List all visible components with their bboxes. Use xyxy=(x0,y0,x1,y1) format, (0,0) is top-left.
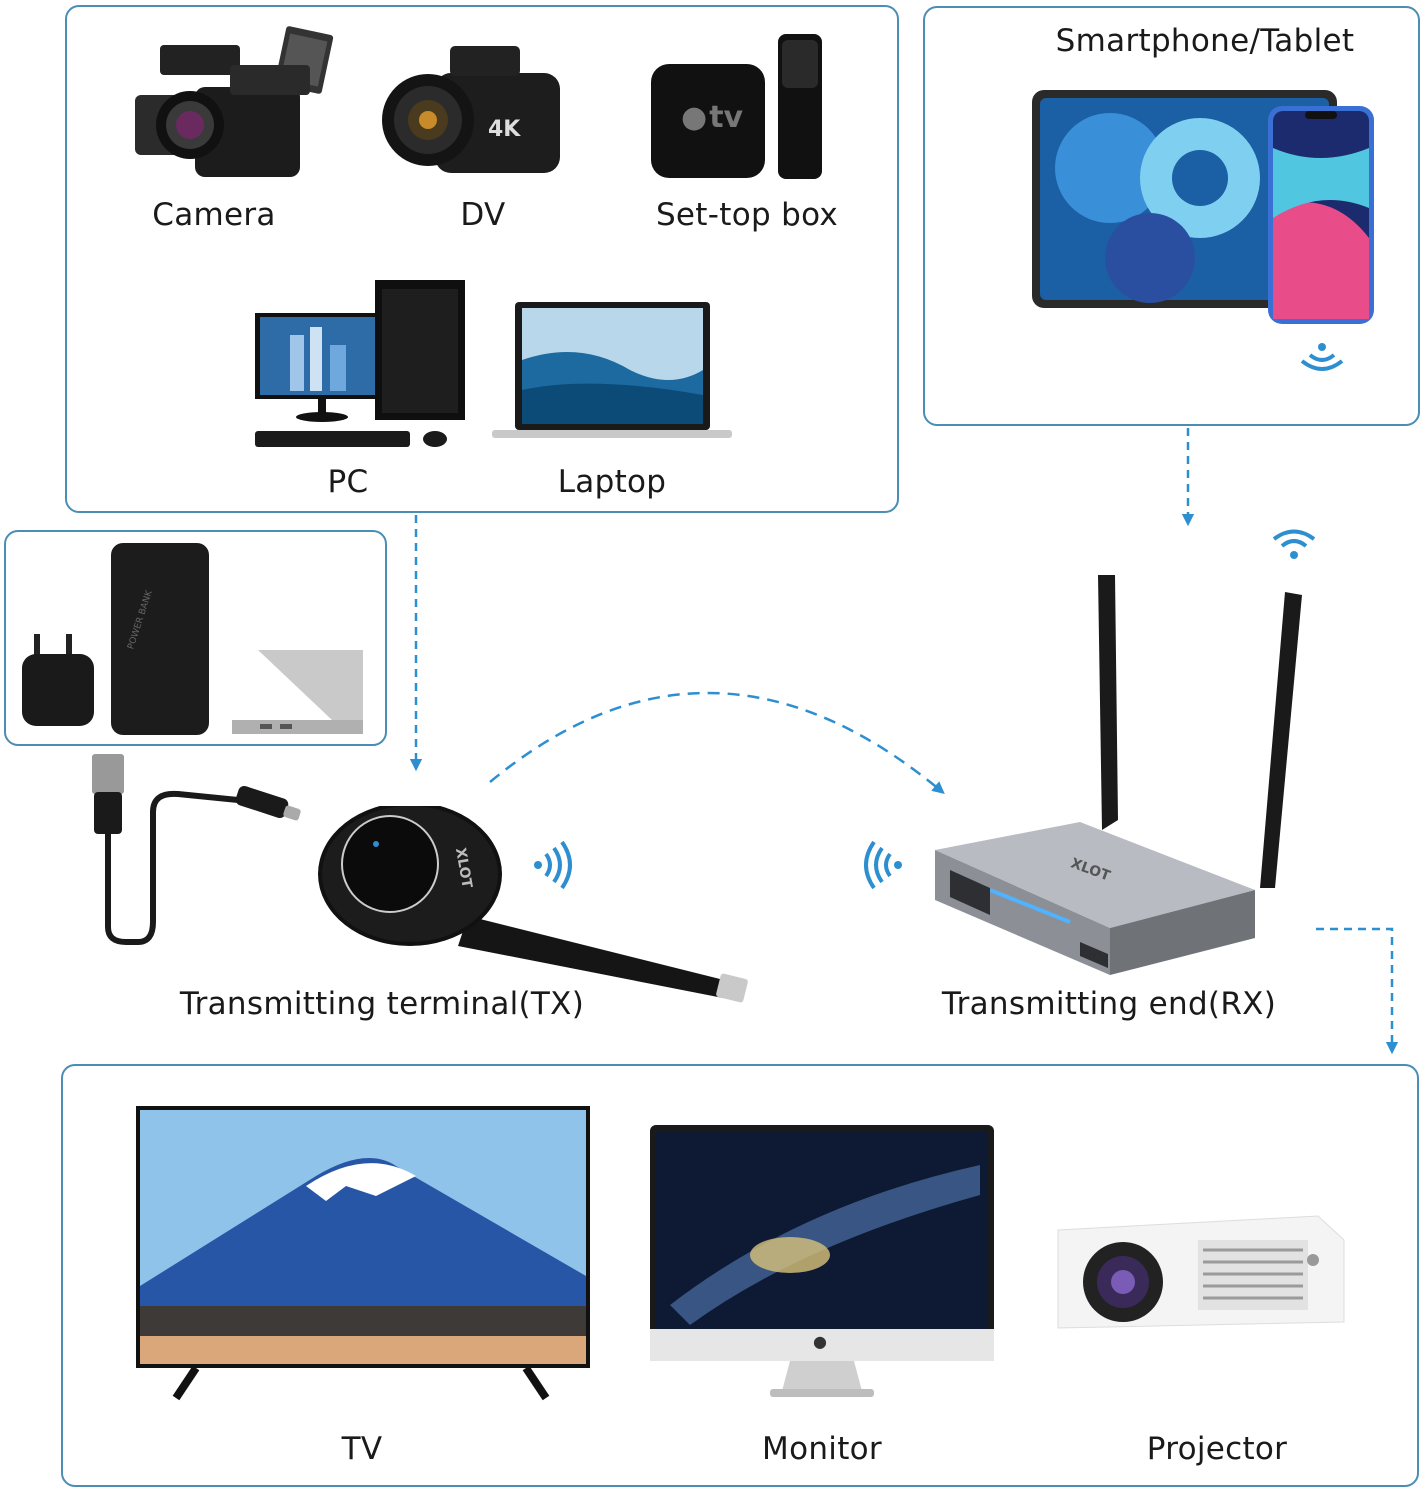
arrow-rx-to-displays xyxy=(1316,927,1399,1055)
pc-image xyxy=(255,280,465,447)
mobile-label: Smartphone/Tablet xyxy=(1055,23,1355,59)
wifi-icon-rx xyxy=(1272,529,1316,559)
signal-left-icon xyxy=(864,840,902,890)
signal-right-icon xyxy=(534,840,572,890)
monitor-label: Monitor xyxy=(762,1431,882,1467)
settop-logo: tv xyxy=(709,100,744,135)
camera-image xyxy=(135,26,334,177)
monitor-image xyxy=(650,1125,994,1397)
dv-camera-image: 4K xyxy=(382,46,560,173)
apple-icon-monitor: ● xyxy=(813,1332,827,1351)
remote-touchpad xyxy=(782,40,818,88)
power-bank-image xyxy=(111,543,209,735)
tx-label: Transmitting terminal(TX) xyxy=(179,986,585,1022)
rx-receiver-image xyxy=(935,575,1302,975)
tv-image xyxy=(136,1106,590,1401)
laptop-image xyxy=(492,302,732,438)
tv-label: TV xyxy=(341,1431,383,1467)
power-adapter-image xyxy=(22,634,94,726)
laptop-port-image xyxy=(232,650,363,734)
tx-dongle-image xyxy=(318,806,748,1003)
projector-image xyxy=(1057,1215,1345,1329)
laptop-label: Laptop xyxy=(557,464,667,500)
dv-label: DV xyxy=(460,197,506,233)
wifi-icon xyxy=(1300,343,1344,371)
settop-box-image xyxy=(651,64,765,178)
rx-label: Transmitting end(RX) xyxy=(941,986,1277,1022)
arrow-tx-to-rx xyxy=(489,691,945,794)
usb-cable-image xyxy=(92,754,301,945)
tablet-phone-image xyxy=(1032,90,1374,324)
svg-text:4K: 4K xyxy=(488,117,521,142)
apple-icon: ●tv xyxy=(681,100,744,135)
camera-label: Camera xyxy=(152,197,276,233)
pc-label: PC xyxy=(327,464,369,500)
projector-label: Projector xyxy=(1146,1431,1288,1467)
settop-label: Set-top box xyxy=(655,197,839,233)
